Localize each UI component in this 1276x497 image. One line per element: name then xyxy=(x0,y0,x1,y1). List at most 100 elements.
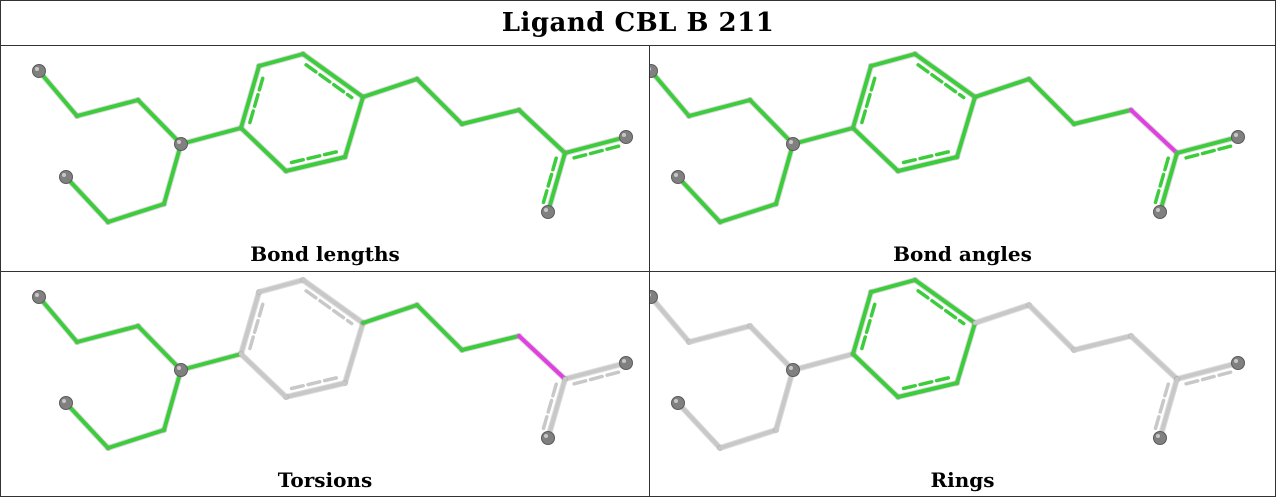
bond-j-r1 xyxy=(179,352,243,372)
bond-c4-e2-aromatic xyxy=(541,382,558,431)
atom-j xyxy=(174,137,188,151)
atom-e2 xyxy=(541,431,555,445)
atom-j xyxy=(174,363,188,377)
molecule-diagram-torsions xyxy=(32,277,633,451)
atom-t1 xyxy=(32,64,46,78)
bond-r4-r5 xyxy=(343,321,365,385)
bond-b3-j xyxy=(774,142,795,206)
bond-r6-r1 xyxy=(239,126,288,173)
atom-e1-highlight xyxy=(622,359,626,363)
panel-caption: Bond angles xyxy=(893,242,1032,266)
molecule-diagram-bond-angles xyxy=(650,51,1245,225)
bond-c4-e2-aromatic xyxy=(1153,382,1170,431)
atom-e2 xyxy=(1153,205,1167,219)
bond-r3-r4 xyxy=(913,52,977,99)
bond-c4-e1-aromatic xyxy=(1184,143,1235,160)
atom-t2 xyxy=(671,170,685,184)
bond-r3-r4-aromatic xyxy=(304,289,354,326)
bond-r5-r6 xyxy=(896,155,959,173)
bond-r2-r3 xyxy=(257,52,305,68)
atom-e1 xyxy=(1231,130,1245,144)
bond-c4-e1-aromatic xyxy=(572,143,623,160)
column-divider xyxy=(649,45,650,497)
bond-c4-e1 xyxy=(563,135,628,155)
bond-c4-e2 xyxy=(546,151,567,214)
title-divider xyxy=(0,45,1276,46)
bond-a3-j xyxy=(748,98,795,146)
bond-c1-c2 xyxy=(415,77,464,126)
panel-torsions: Torsions xyxy=(1,272,649,496)
bond-a2-a3 xyxy=(687,324,752,344)
bond-a2-a3 xyxy=(75,98,140,118)
bond-a2-a3 xyxy=(687,98,752,118)
bond-a3-j xyxy=(136,324,183,372)
atom-e1 xyxy=(1231,356,1245,370)
atom-t2 xyxy=(671,396,685,410)
bond-r5-r6 xyxy=(896,381,959,399)
bond-b3-j xyxy=(774,368,795,432)
bond-r4-c1 xyxy=(361,77,419,99)
bond-c4-e1 xyxy=(1175,135,1240,155)
bond-c3-c4 xyxy=(1129,334,1179,381)
bond-t2-b2 xyxy=(64,401,110,450)
bond-b2-b3 xyxy=(718,202,778,224)
bond-t1-a2 xyxy=(650,69,691,118)
bond-c1-c2 xyxy=(1027,303,1076,352)
bond-r1-r2 xyxy=(851,64,873,130)
bond-t1-a2 xyxy=(37,295,79,344)
bond-t2-b2 xyxy=(676,175,722,224)
atom-e2-highlight xyxy=(544,434,548,438)
bond-r1-r2-aromatic xyxy=(860,73,878,125)
bond-a3-j xyxy=(136,98,183,146)
atom-e2-highlight xyxy=(1156,208,1160,212)
bond-r3-r4-aromatic xyxy=(916,63,966,100)
bond-r1-r2-aromatic xyxy=(860,299,878,351)
atom-t2 xyxy=(59,170,73,184)
bond-r1-r2 xyxy=(851,290,873,356)
bond-r1-r2-aromatic xyxy=(248,299,266,351)
atom-t1 xyxy=(650,64,658,78)
atom-t1 xyxy=(650,290,658,304)
bond-c4-e1-aromatic xyxy=(1184,369,1235,386)
bond-r2-r3 xyxy=(869,52,917,68)
bond-r5-r6-aromatic xyxy=(901,376,951,391)
bond-b3-j xyxy=(162,142,183,206)
bond-r1-r2 xyxy=(239,290,261,356)
bond-j-r1 xyxy=(791,126,855,146)
bond-t2-b2 xyxy=(64,175,110,224)
bond-j-r1 xyxy=(179,126,243,146)
bond-r5-r6-aromatic xyxy=(901,150,951,165)
bond-c4-e2 xyxy=(1158,377,1179,440)
bond-t2-b2 xyxy=(676,401,722,450)
bond-c2-c3 xyxy=(1072,334,1133,352)
panel-rings: Rings xyxy=(650,272,1275,496)
bond-r4-c1 xyxy=(973,77,1031,99)
bond-r6-r1 xyxy=(851,352,900,399)
atom-e2-highlight xyxy=(544,208,548,212)
bond-r6-r1 xyxy=(239,352,288,399)
bond-c3-c4 xyxy=(517,334,567,381)
bond-t1-a2 xyxy=(37,69,79,118)
bond-r3-r4 xyxy=(301,278,365,325)
atom-j-highlight xyxy=(177,140,181,144)
bond-c1-c2 xyxy=(415,303,464,352)
bond-j-r1 xyxy=(791,352,855,372)
atom-t2-highlight xyxy=(62,173,66,177)
bond-c4-e2 xyxy=(546,377,567,440)
bond-r1-r2 xyxy=(239,64,261,130)
bond-c4-e2-aromatic xyxy=(541,156,558,205)
bond-r2-r3 xyxy=(257,278,305,294)
bond-c4-e1-aromatic xyxy=(572,369,623,386)
atom-t1 xyxy=(32,290,46,304)
atom-j-highlight xyxy=(177,366,181,370)
atom-j-highlight xyxy=(789,140,793,144)
atom-e2 xyxy=(1153,431,1167,445)
atom-t1-highlight xyxy=(35,293,39,297)
panel-bond-lengths: Bond lengths xyxy=(1,46,649,271)
panel-caption: Bond lengths xyxy=(250,242,400,266)
bond-r3-r4-aromatic xyxy=(916,289,966,326)
bond-r4-c1 xyxy=(973,303,1031,325)
bond-a2-a3 xyxy=(75,324,140,344)
bond-c2-c3 xyxy=(460,108,521,126)
atom-e1-highlight xyxy=(1234,133,1238,137)
